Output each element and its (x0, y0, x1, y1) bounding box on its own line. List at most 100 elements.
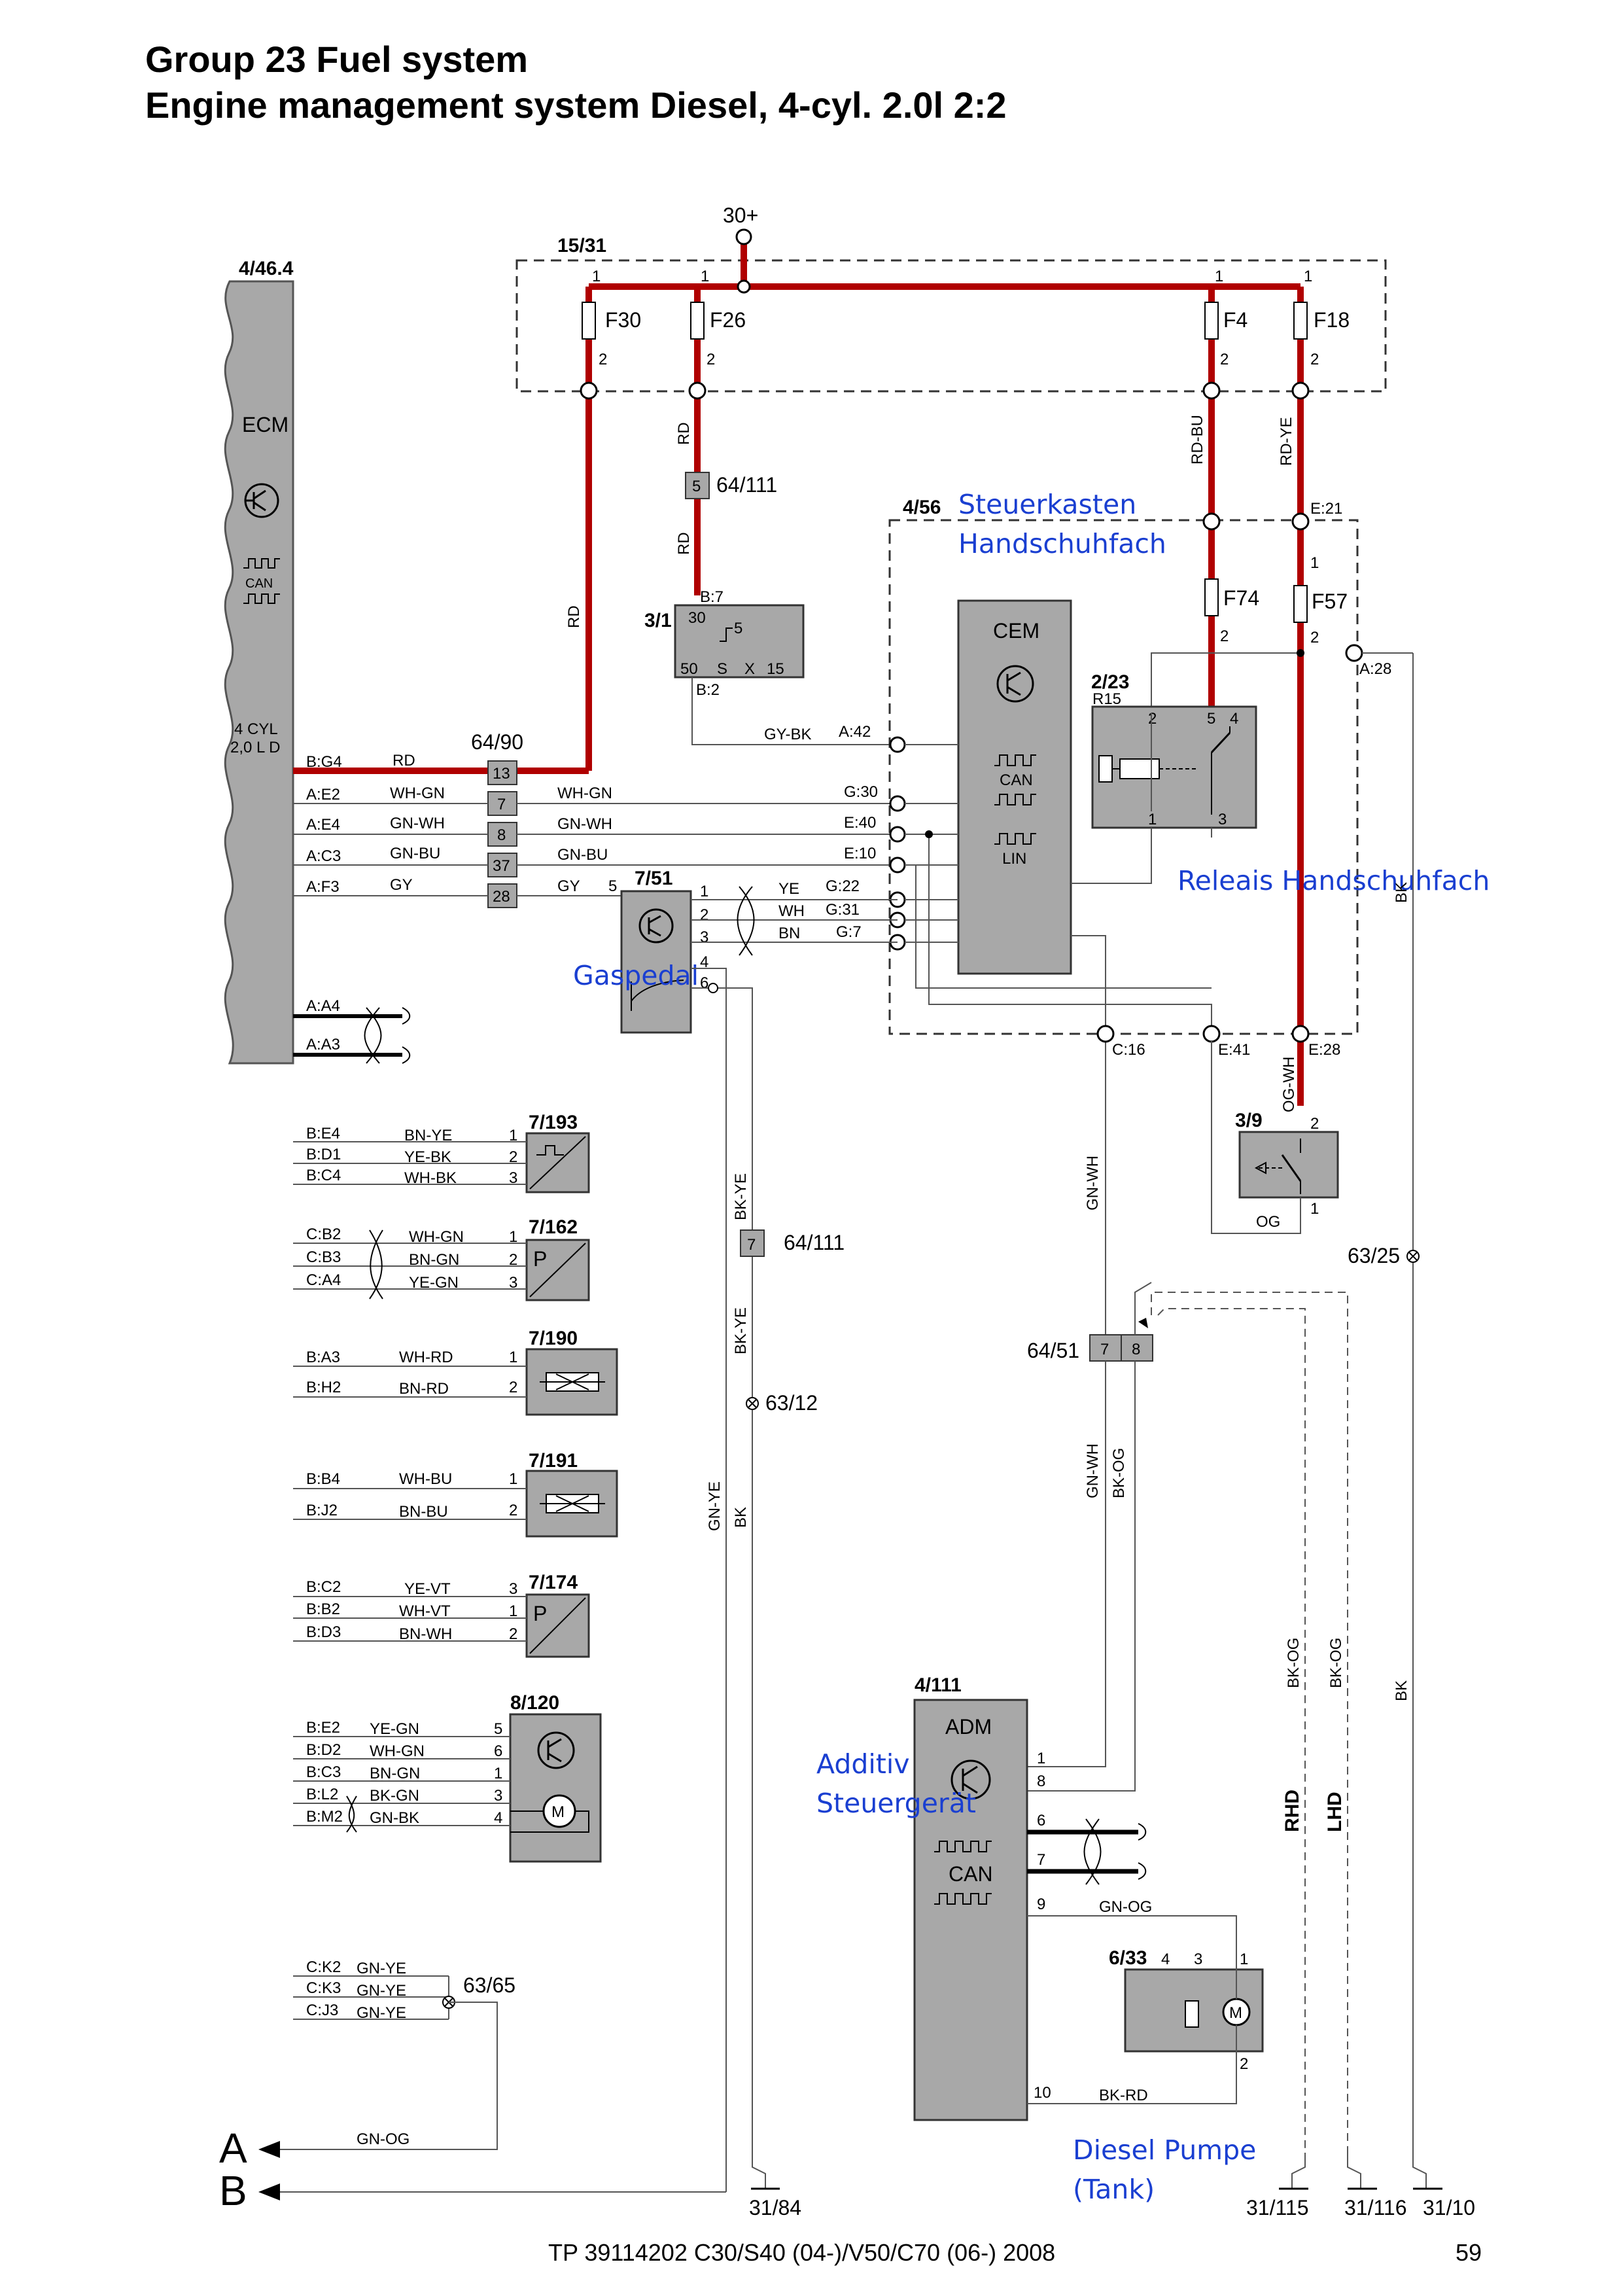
svg-text:F18: F18 (1314, 308, 1350, 332)
svg-text:B:H2: B:H2 (306, 1379, 341, 1396)
svg-text:3: 3 (509, 1580, 517, 1598)
svg-text:1: 1 (1240, 1951, 1248, 1968)
svg-text:B:C4: B:C4 (306, 1167, 341, 1184)
svg-text:WH-BU: WH-BU (399, 1470, 452, 1488)
svg-text:7/51: 7/51 (635, 868, 672, 889)
svg-text:BN-GN: BN-GN (409, 1251, 459, 1269)
svg-text:BN-BU: BN-BU (399, 1503, 448, 1521)
motor-icon: M (1222, 1998, 1251, 2026)
svg-text:WH-GN: WH-GN (390, 785, 445, 802)
svg-text:OG-WH: OG-WH (1280, 1057, 1298, 1112)
annotation-pump: Diesel Pumpe (1073, 2134, 1256, 2166)
svg-text:A:F3: A:F3 (306, 878, 340, 896)
svg-text:B:J2: B:J2 (306, 1502, 338, 1519)
svg-text:YE: YE (778, 880, 799, 898)
svg-text:BN-YE: BN-YE (404, 1127, 452, 1144)
svg-text:WH: WH (778, 902, 805, 920)
svg-text:GN-OG: GN-OG (1099, 1898, 1152, 1916)
svg-text:ADM: ADM (945, 1715, 992, 1739)
svg-text:2: 2 (1310, 1115, 1319, 1133)
svg-text:GN-YE: GN-YE (357, 1982, 406, 2000)
svg-text:GY-BK: GY-BK (764, 726, 811, 743)
svg-text:M: M (551, 1803, 565, 1821)
ecm-module (224, 280, 294, 1065)
svg-text:F30: F30 (605, 308, 641, 332)
svg-text:9: 9 (1037, 1896, 1045, 1913)
svg-text:RD: RD (675, 422, 693, 445)
svg-text:RD-BU: RD-BU (1189, 415, 1206, 465)
svg-text:GN-YE: GN-YE (706, 1481, 724, 1531)
svg-text:E:41: E:41 (1218, 1041, 1250, 1059)
svg-text:15: 15 (767, 660, 784, 678)
svg-text:WH-RD: WH-RD (399, 1349, 453, 1366)
ground-symbol (751, 2149, 780, 2190)
svg-text:1: 1 (509, 1349, 517, 1366)
svg-text:B:D2: B:D2 (306, 1741, 341, 1759)
svg-text:7: 7 (1100, 1341, 1109, 1358)
svg-text:E:21: E:21 (1310, 500, 1342, 518)
page-title: Group 23 Fuel system (145, 39, 529, 80)
annotation-adm: Additiv (816, 1748, 910, 1780)
svg-text:Handschuhfach: Handschuhfach (958, 528, 1166, 559)
svg-text:31/116: 31/116 (1344, 2196, 1407, 2219)
svg-text:A:A3: A:A3 (306, 1036, 340, 1053)
accelerator-pedal-module (620, 890, 692, 1034)
svg-text:BK-GN: BK-GN (370, 1787, 419, 1805)
svg-text:B:L2: B:L2 (306, 1786, 338, 1803)
svg-text:OG: OG (1256, 1213, 1280, 1231)
svg-text:WH-GN: WH-GN (370, 1742, 425, 1760)
svg-text:B:B2: B:B2 (306, 1600, 340, 1618)
svg-text:GN-YE: GN-YE (357, 2004, 406, 2022)
svg-text:1: 1 (1310, 1200, 1319, 1218)
svg-text:8: 8 (1037, 1773, 1045, 1790)
svg-text:2: 2 (1220, 351, 1229, 368)
svg-text:B:M2: B:M2 (306, 1808, 343, 1826)
glovebox-control-box (888, 519, 1359, 1035)
svg-text:X: X (744, 660, 755, 678)
svg-text:2: 2 (707, 351, 715, 368)
svg-text:3/1: 3/1 (644, 610, 672, 631)
svg-text:4: 4 (700, 953, 708, 971)
svg-text:2: 2 (1220, 627, 1229, 645)
svg-text:2: 2 (509, 1625, 517, 1643)
svg-text:3: 3 (1194, 1951, 1202, 1968)
svg-text:7/193: 7/193 (529, 1112, 578, 1133)
svg-text:1: 1 (509, 1228, 517, 1246)
relay-icon (1098, 726, 1231, 815)
can-bus-icon: CAN (934, 1841, 993, 1905)
connector-64-90: 13 7 8 37 28 (487, 760, 517, 908)
svg-text:3: 3 (1218, 811, 1227, 828)
label-rhd: RHD (1282, 1790, 1303, 1832)
svg-text:28: 28 (493, 888, 510, 906)
svg-text:1: 1 (509, 1602, 517, 1620)
svg-text:GN-OG: GN-OG (357, 2130, 410, 2148)
can-bus-icon: CAN (994, 754, 1036, 805)
svg-text:BK-RD: BK-RD (1099, 2087, 1148, 2104)
svg-text:37: 37 (493, 857, 510, 875)
svg-text:A:C3: A:C3 (306, 847, 341, 865)
svg-text:2: 2 (509, 1251, 517, 1269)
svg-text:GN-WH: GN-WH (557, 815, 612, 833)
svg-text:50: 50 (680, 660, 698, 678)
svg-text:6: 6 (1037, 1812, 1045, 1829)
svg-text:A:28: A:28 (1359, 660, 1391, 678)
svg-text:1: 1 (592, 268, 601, 285)
output-a: A (219, 2125, 247, 2172)
transistor-icon (996, 665, 1034, 703)
svg-text:1: 1 (509, 1470, 517, 1488)
svg-text:CAN: CAN (1000, 771, 1033, 789)
svg-text:C:A4: C:A4 (306, 1271, 341, 1289)
svg-text:YE-GN: YE-GN (409, 1274, 459, 1292)
svg-text:63/65: 63/65 (463, 1973, 515, 1997)
document-reference: TP 39114202 C30/S40 (04-)/V50/C70 (06-) … (548, 2239, 1056, 2266)
svg-text:GN-BK: GN-BK (370, 1809, 419, 1827)
svg-text:RD: RD (565, 605, 583, 628)
svg-text:5: 5 (734, 620, 742, 637)
injector-7-190: 7/190 (525, 1328, 618, 1416)
output-b: B (219, 2167, 247, 2214)
twisted-pair-icon (737, 886, 755, 956)
transistor-icon (638, 908, 674, 944)
svg-text:YE-GN: YE-GN (370, 1720, 419, 1738)
supply-30: 30+ (723, 203, 758, 227)
